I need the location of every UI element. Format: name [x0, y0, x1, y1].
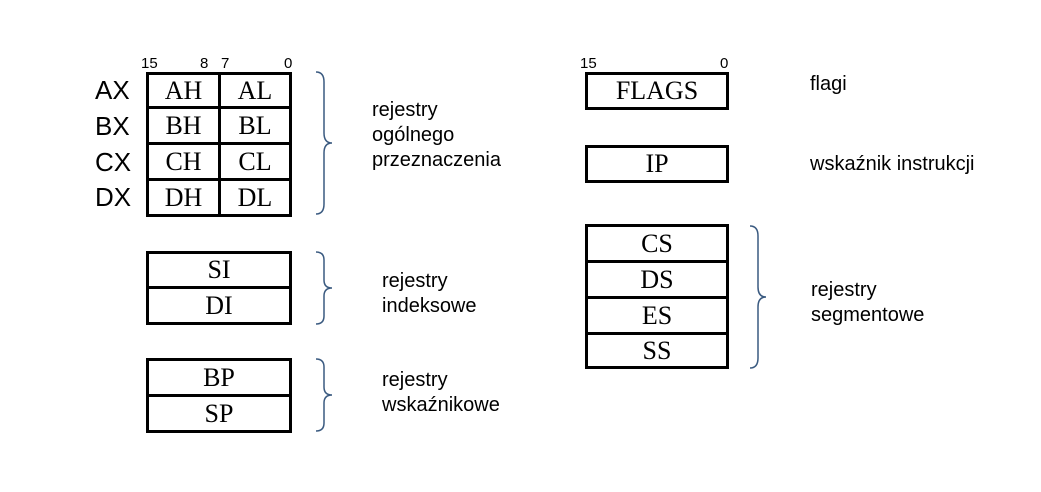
register-sp: SP [146, 394, 292, 433]
register-name-ax: AX [95, 75, 130, 105]
flags-bit-label-15: 15 [580, 55, 597, 72]
caption-line: segmentowe [811, 304, 925, 326]
register-bp: BP [146, 358, 292, 397]
caption-line: rejestry [382, 369, 448, 391]
bit-label-7: 7 [221, 55, 230, 72]
register-bl: BL [218, 106, 292, 145]
register-di: DI [146, 286, 292, 325]
caption-line: indeksowe [382, 295, 477, 317]
caption-line: ogólnego [372, 124, 455, 146]
bit-label-8: 8 [200, 55, 209, 72]
caption-general-purpose: rejestry ogólnego przeznaczenia [372, 98, 501, 173]
caption-line: rejestry [382, 270, 448, 292]
bracket-index [315, 251, 333, 325]
register-dh: DH [146, 178, 221, 217]
register-name-bx: BX [95, 111, 130, 141]
register-dl: DL [218, 178, 292, 217]
register-name-dx: DX [95, 182, 132, 212]
register-cs: CS [585, 224, 729, 263]
bit-label-0: 0 [284, 55, 293, 72]
caption-segment: rejestry segmentowe [811, 278, 924, 328]
register-es: ES [585, 296, 729, 335]
caption-line: przeznaczenia [372, 149, 501, 171]
caption-ip: wskaźnik instrukcji [810, 153, 975, 175]
register-ss: SS [585, 332, 729, 369]
bracket-pointer [315, 358, 333, 432]
caption-flags: flagi [810, 73, 847, 95]
caption-index: rejestry indeksowe [382, 269, 477, 319]
register-al: AL [218, 72, 292, 109]
flags-bit-label-0: 0 [720, 55, 729, 72]
register-flags: FLAGS [585, 72, 729, 110]
bracket-general-purpose [315, 71, 333, 215]
register-ch: CH [146, 142, 221, 181]
register-si: SI [146, 251, 292, 289]
register-ah: AH [146, 72, 221, 109]
caption-line: wskaźnikowe [382, 394, 500, 416]
bit-label-15: 15 [141, 55, 158, 72]
register-ds: DS [585, 260, 729, 299]
register-cl: CL [218, 142, 292, 181]
register-ip: IP [585, 145, 729, 183]
register-name-cx: CX [95, 147, 132, 177]
caption-line: rejestry [811, 279, 877, 301]
bracket-segment [749, 225, 767, 369]
register-bh: BH [146, 106, 221, 145]
caption-pointer: rejestry wskaźnikowe [382, 368, 500, 418]
caption-line: rejestry [372, 99, 438, 121]
